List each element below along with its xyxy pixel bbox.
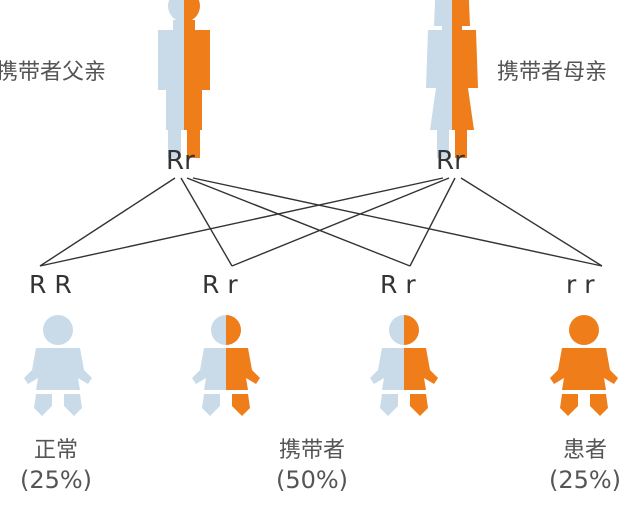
- father-genotype: Rr: [166, 146, 195, 176]
- inheritance-line: [39, 177, 444, 267]
- inheritance-line: [192, 177, 603, 267]
- carrier-baby-icon: [192, 315, 260, 416]
- inheritance-line: [39, 177, 176, 267]
- inheritance-line: [409, 177, 456, 267]
- child-genotype-4: r r: [566, 270, 595, 299]
- group-name-affected: 患者: [562, 438, 607, 463]
- normal-baby-icon: [24, 315, 92, 416]
- inheritance-lines: [39, 177, 603, 267]
- carrier-mother-icon: [426, 0, 478, 158]
- group-percent-normal: (25%): [19, 466, 93, 494]
- inheritance-line: [231, 177, 450, 267]
- carrier-baby-icon: [370, 315, 438, 416]
- mother-genotype: Rr: [436, 146, 465, 176]
- inheritance-line: [186, 177, 411, 267]
- affected-baby-icon: [550, 315, 618, 416]
- inheritance-line: [180, 177, 233, 267]
- inheritance-line: [460, 177, 603, 267]
- child-genotype-3: R r: [380, 270, 416, 299]
- father-label: 携带者父亲: [0, 60, 107, 85]
- group-percent-affected: (25%): [548, 466, 622, 494]
- child-genotype-1: R R: [29, 270, 72, 299]
- mother-label: 携带者母亲: [497, 60, 608, 85]
- group-name-normal: 正常: [33, 438, 78, 463]
- group-name-carrier: 携带者: [278, 438, 345, 463]
- carrier-father-icon: [158, 0, 210, 158]
- group-percent-carrier: (50%): [275, 466, 349, 494]
- child-genotype-2: R r: [202, 270, 238, 299]
